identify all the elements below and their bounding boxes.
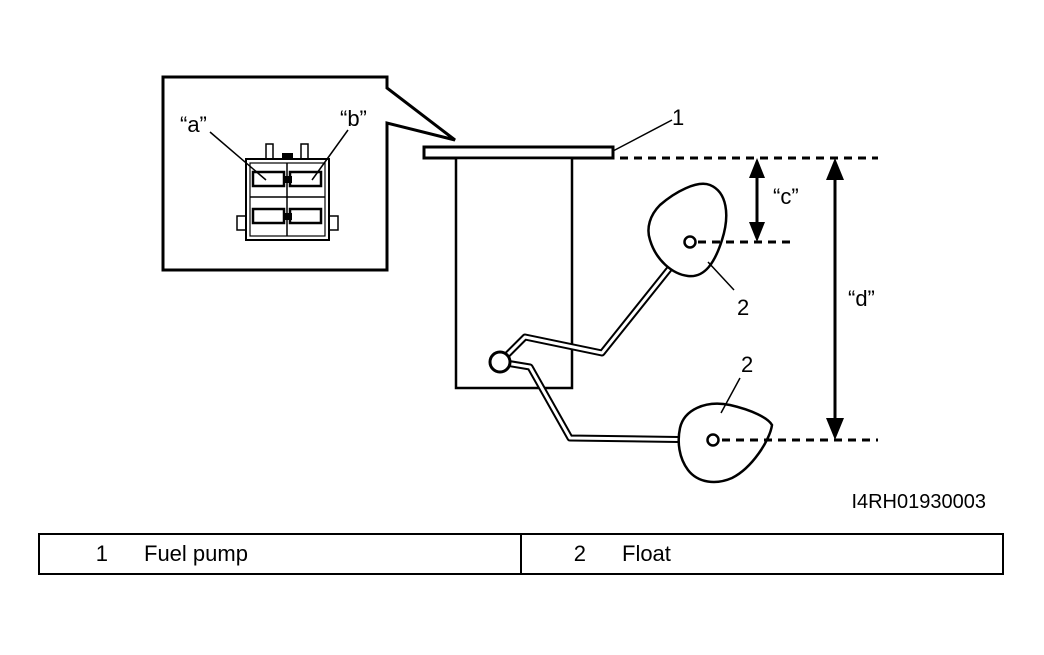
legend-number: 1 — [95, 541, 108, 566]
float-upper: 2 — [647, 182, 749, 320]
leader-b — [311, 129, 349, 181]
dimension-d: “d” — [826, 158, 875, 440]
legend-label: Float — [622, 541, 671, 566]
label-b: “b” — [340, 106, 367, 131]
label-1: 1 — [672, 105, 684, 130]
pump-body — [454, 156, 574, 390]
figure-id: I4RH01930003 — [851, 491, 986, 513]
float-lower: 2 — [677, 352, 774, 484]
leader-float-lower — [720, 377, 741, 414]
legend-label: Fuel pump — [144, 541, 248, 566]
label-d: “d” — [848, 286, 875, 311]
inset-callout-box — [161, 75, 456, 272]
fuel-pump-float-diagram: “a” “b” 1 2 2 “c” — [161, 75, 986, 513]
legend-cell-1: 1 Fuel pump — [40, 535, 520, 573]
connector-inset: “a” “b” — [161, 75, 456, 272]
label-c: “c” — [773, 184, 799, 209]
leader-a — [209, 131, 267, 181]
pump-flange — [422, 145, 615, 160]
connector-icon — [236, 143, 339, 241]
leader-1 — [612, 119, 673, 152]
dimension-c: “c” — [749, 158, 799, 242]
legend-cell-2: 2 Float — [520, 535, 1002, 573]
label-float-upper: 2 — [737, 295, 749, 320]
leader-float-upper — [707, 261, 735, 291]
float-arms — [496, 239, 717, 444]
legend-table: 1 Fuel pump 2 Float — [38, 533, 1004, 575]
label-float-lower: 2 — [741, 352, 753, 377]
legend-number: 2 — [573, 541, 586, 566]
arm-pivot — [488, 350, 512, 374]
label-a: “a” — [180, 112, 207, 137]
